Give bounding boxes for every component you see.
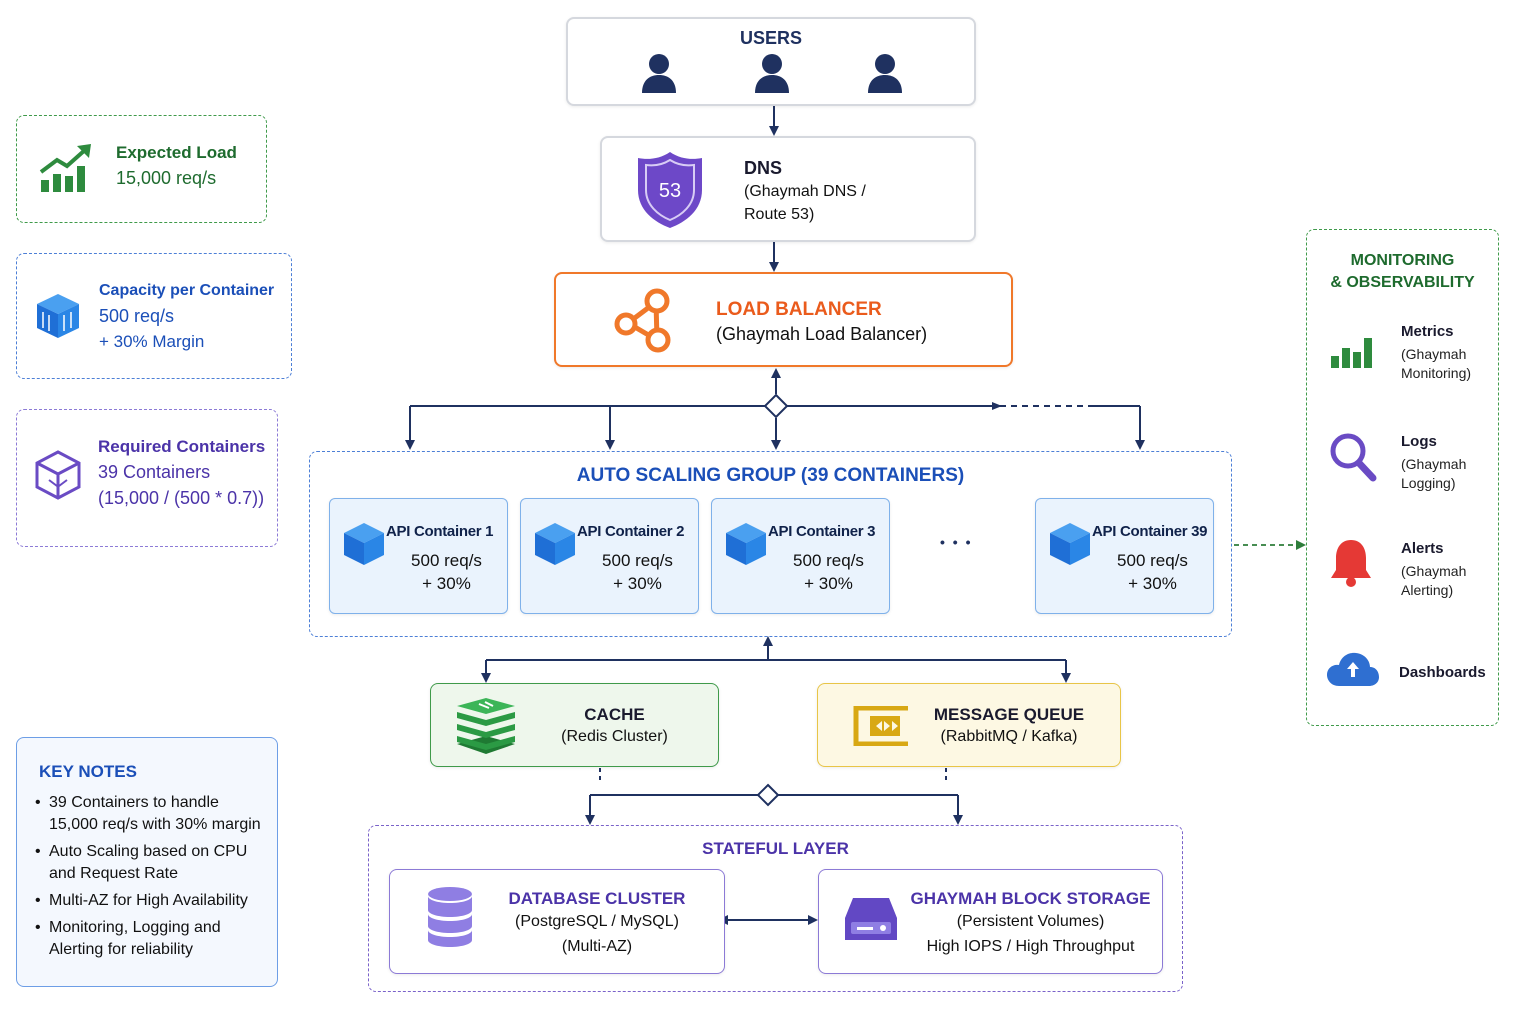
cache-box: CACHE (Redis Cluster) [430, 683, 719, 767]
list-item: • 39 Containers to handle 15,000 req/s w… [35, 794, 261, 833]
dns-line2: Route 53) [744, 206, 815, 223]
database-line2: (Multi-AZ) [561, 938, 633, 955]
key-notes-title: KEY NOTES [39, 762, 137, 781]
logs-title: Logs [1401, 433, 1437, 450]
capacity-title: Capacity per Container [99, 282, 275, 299]
alerts-title: Alerts [1401, 540, 1444, 557]
load-balancer-title: LOAD BALANCER [716, 299, 882, 320]
expected-load-value: 15,000 req/s [116, 168, 217, 188]
api-container-margin: + 30% [1128, 574, 1177, 593]
cache-title: CACHE [584, 705, 645, 724]
graph-nodes-icon [612, 288, 678, 354]
user-icon [866, 53, 904, 93]
api-container-margin: + 30% [613, 574, 662, 593]
database-icon [426, 886, 474, 948]
monitoring-title: MONITORING [1350, 252, 1455, 269]
auto-scaling-title: AUTO SCALING GROUP (39 CONTAINERS) [576, 465, 965, 486]
cloud-icon [1325, 650, 1381, 688]
expected-load-title: Expected Load [116, 143, 237, 162]
user-icon [640, 53, 678, 93]
api-container-name: API Container 1 [386, 523, 494, 540]
dns-title: DNS [744, 158, 783, 178]
metrics-title: Metrics [1401, 323, 1454, 340]
list-item: • Monitoring, Logging and Alerting for r… [35, 919, 221, 958]
block-storage-box: GHAYMAH BLOCK STORAGE (Persistent Volume… [818, 869, 1163, 974]
stateful-title: STATEFUL LAYER [702, 839, 849, 858]
message-queue-box: MESSAGE QUEUE (RabbitMQ / Kafka) [817, 683, 1121, 767]
database-title: DATABASE CLUSTER [508, 889, 686, 908]
cube-icon [724, 521, 768, 567]
growth-chart-icon [39, 142, 93, 194]
capacity-value: 500 req/s [99, 306, 175, 326]
metrics-line2: Monitoring) [1401, 365, 1472, 381]
api-container-rate: 500 req/s [1117, 551, 1188, 570]
alerts-line2: Alerting) [1401, 582, 1454, 598]
monitoring-title-line2: & OBSERVABILITY [1330, 274, 1475, 291]
metrics-line1: (Ghaymah [1401, 346, 1467, 362]
shield-icon: 53 [634, 150, 706, 230]
api-container-name: API Container 2 [577, 523, 685, 540]
auto-scaling-group: AUTO SCALING GROUP (39 CONTAINERS) API C… [309, 451, 1232, 637]
expected-load-card: Expected Load 15,000 req/s [16, 115, 267, 223]
message-queue-subtitle: (RabbitMQ / Kafka) [940, 728, 1078, 745]
ellipsis: • • • [940, 534, 973, 550]
message-queue-title: MESSAGE QUEUE [933, 705, 1085, 724]
dashboards-title: Dashboards [1399, 664, 1486, 681]
load-balancer-box: LOAD BALANCER (Ghaymah Load Balancer) [554, 272, 1013, 367]
bar-chart-icon [1329, 334, 1375, 368]
api-container-rate: 500 req/s [793, 551, 864, 570]
logs-line1: (Ghaymah [1401, 456, 1467, 472]
cube-icon [533, 521, 577, 567]
required-containers-card: Required Containers 39 Containers (15,00… [16, 409, 278, 547]
load-balancer-subtitle: (Ghaymah Load Balancer) [716, 324, 928, 344]
api-container-card: API Container 39 500 req/s + 30% [1035, 498, 1214, 614]
required-formula: (15,000 / (500 * 0.7)) [98, 488, 265, 508]
block-storage-title: GHAYMAH BLOCK STORAGE [910, 889, 1151, 908]
list-item: • Multi-AZ for High Availability [35, 892, 248, 909]
users-title: USERS [739, 28, 802, 48]
users-box: USERS [566, 17, 976, 106]
block-storage-line1: (Persistent Volumes) [956, 913, 1105, 930]
list-item: • Auto Scaling based on CPU and Request … [35, 843, 248, 882]
monitoring-panel: MONITORING & OBSERVABILITY Metrics (Ghay… [1306, 229, 1499, 726]
api-container-margin: + 30% [804, 574, 853, 593]
capacity-margin: + 30% Margin [99, 332, 205, 351]
cache-subtitle: (Redis Cluster) [561, 728, 668, 745]
logs-line2: Logging) [1401, 475, 1456, 491]
api-container-rate: 500 req/s [411, 551, 482, 570]
dns-line1: (Ghaymah DNS / [744, 183, 866, 200]
database-line1: (PostgreSQL / MySQL) [515, 913, 679, 930]
required-value: 39 Containers [98, 462, 211, 482]
api-container-card: API Container 2 500 req/s + 30% [520, 498, 699, 614]
database-cluster-box: DATABASE CLUSTER (PostgreSQL / MySQL) (M… [389, 869, 725, 974]
cube-icon [1048, 521, 1092, 567]
alerts-line1: (Ghaymah [1401, 563, 1467, 579]
magnifier-icon [1329, 432, 1377, 482]
api-container-name: API Container 39 [1092, 523, 1208, 540]
block-storage-line2: High IOPS / High Throughput [926, 938, 1135, 955]
dns-box: 53 DNS (Ghaymah DNS / Route 53) [600, 136, 976, 242]
stack-layers-icon [455, 696, 517, 756]
api-container-card: API Container 3 500 req/s + 30% [711, 498, 890, 614]
stateful-layer: STATEFUL LAYER DATABASE CLUSTER (Postgre… [368, 825, 1183, 992]
box-icon [35, 450, 81, 500]
key-notes-list: • 39 Containers to handle 15,000 req/s w… [35, 792, 275, 966]
required-title: Required Containers [98, 437, 266, 456]
api-container-margin: + 30% [422, 574, 471, 593]
api-container-name: API Container 3 [768, 523, 876, 540]
api-container-rate: 500 req/s [602, 551, 673, 570]
bell-icon [1329, 538, 1373, 588]
user-icon [753, 53, 791, 93]
dns-badge-text: 53 [659, 180, 681, 202]
key-notes-card: KEY NOTES • 39 Containers to handle 15,0… [16, 737, 278, 987]
queue-icon [852, 706, 912, 746]
drive-icon [843, 896, 899, 944]
container-icon [35, 292, 81, 340]
capacity-card: Capacity per Container 500 req/s + 30% M… [16, 253, 292, 379]
api-container-card: API Container 1 500 req/s + 30% [329, 498, 508, 614]
cube-icon [342, 521, 386, 567]
